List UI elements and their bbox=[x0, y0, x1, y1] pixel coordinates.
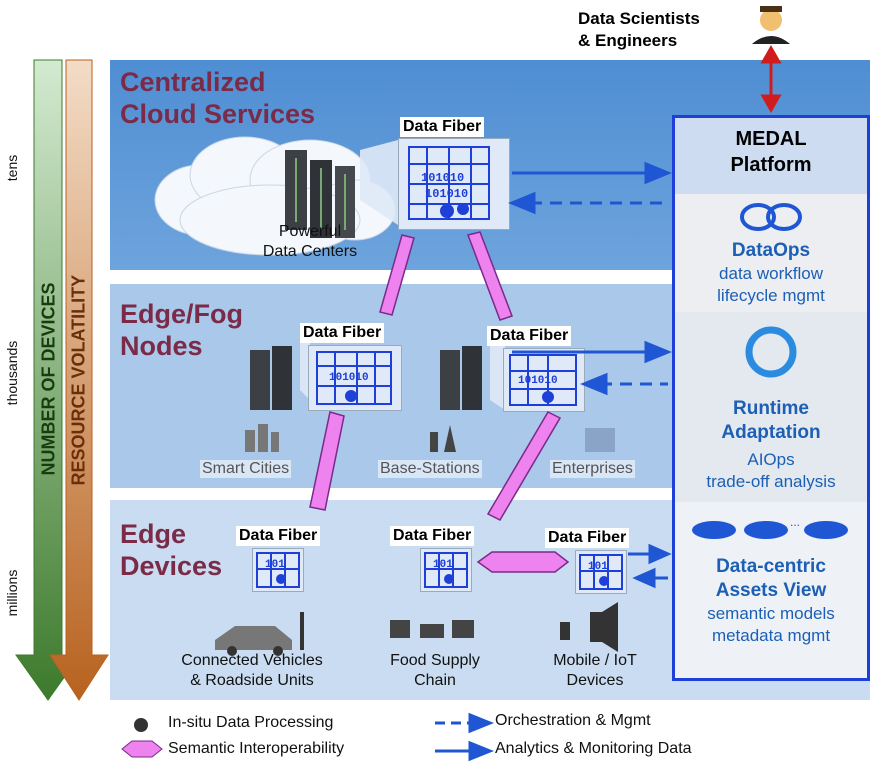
gear-icon bbox=[444, 574, 454, 584]
legend-orchestration: Orchestration & Mgmt bbox=[495, 712, 651, 729]
fiber-label-cloud: Data Fiber bbox=[400, 117, 485, 137]
data-scientists-label: Data Scientists & Engineers bbox=[578, 8, 700, 52]
legend-interop: Semantic Interoperability bbox=[168, 740, 345, 757]
assets-title: Data-centric Assets View bbox=[715, 556, 827, 601]
data-fiber-edge-left: 101010 bbox=[308, 345, 402, 411]
interop-link bbox=[486, 411, 562, 521]
base-stations-label: Base-Stations bbox=[378, 460, 482, 478]
fiber-bits: 101010 bbox=[421, 171, 464, 185]
mobile-iot-icon bbox=[560, 602, 618, 652]
dataops-title: DataOps bbox=[731, 240, 811, 261]
smart-cities-icon bbox=[245, 424, 279, 452]
dataops-line2: lifecycle mgmt bbox=[717, 286, 825, 305]
gear-icon bbox=[457, 203, 469, 215]
svg-text:101010: 101010 bbox=[518, 375, 558, 387]
dataops-section: DataOps data workflow lifecycle mgmt bbox=[675, 194, 867, 312]
legend-analytics: Analytics & Monitoring Data bbox=[495, 740, 692, 757]
enterprises-label: Enterprises bbox=[550, 460, 635, 478]
user-arrow bbox=[760, 44, 782, 114]
data-fiber-dev-3: 101 bbox=[575, 550, 627, 594]
interop-icon bbox=[121, 740, 163, 758]
datacenter-label: Powerful Data Centers bbox=[262, 223, 358, 260]
assets-section: ... Data-centric Assets View semantic mo… bbox=[675, 502, 867, 678]
assets-line1: semantic models bbox=[707, 604, 835, 623]
volatility-arrow bbox=[49, 59, 109, 701]
cloud-layer-title: Centralized Cloud Services bbox=[120, 67, 316, 129]
fiber-label-dev-2: Data Fiber bbox=[390, 526, 475, 546]
fiber-label-dev-3: Data Fiber bbox=[545, 528, 630, 548]
data-fiber-edge-right: 101010 bbox=[503, 348, 585, 412]
legend-icons bbox=[121, 712, 495, 762]
svg-text:101: 101 bbox=[433, 559, 453, 571]
fiber-label-dev-1: Data Fiber bbox=[236, 526, 321, 546]
gear-icon bbox=[440, 204, 454, 218]
svg-text:101010: 101010 bbox=[329, 372, 369, 384]
server-icon bbox=[440, 346, 482, 410]
data-fiber-dev-2: 101 bbox=[420, 548, 472, 592]
roadside-unit-icon bbox=[300, 612, 304, 650]
interop-link bbox=[467, 231, 513, 321]
db-ellipsis: ... bbox=[790, 516, 800, 529]
car-icon bbox=[215, 626, 292, 656]
edge-layer-title: Edge/Fog Nodes bbox=[120, 299, 243, 361]
runtime-line1: AIOps bbox=[747, 450, 795, 469]
runtime-line2: trade-off analysis bbox=[706, 472, 836, 491]
medal-platform-panel: MEDAL Platform DataOps data workflow lif… bbox=[672, 115, 870, 681]
medal-title: MEDAL Platform bbox=[730, 128, 812, 176]
server-icon bbox=[250, 346, 292, 410]
devices-layer-title: Edge Devices bbox=[120, 519, 223, 581]
data-fiber-dev-1: 101 bbox=[252, 548, 304, 592]
food-chain-icon bbox=[390, 620, 474, 638]
gear-icon bbox=[134, 718, 148, 732]
interop-link bbox=[309, 411, 345, 511]
gear-icon bbox=[276, 574, 286, 584]
base-station-icon bbox=[430, 425, 456, 452]
interop-link bbox=[379, 234, 415, 316]
svg-text:101: 101 bbox=[588, 561, 608, 573]
gear-icon bbox=[345, 390, 357, 402]
user-avatar-icon bbox=[752, 6, 790, 44]
assets-line2: metadata mgmt bbox=[711, 626, 831, 645]
gear-icon bbox=[599, 576, 609, 586]
enterprise-building-icon bbox=[585, 428, 615, 452]
medal-header: MEDAL Platform bbox=[675, 118, 867, 194]
runtime-title: Runtime Adaptation bbox=[721, 398, 821, 443]
gear-icon bbox=[542, 391, 554, 403]
smart-cities-label: Smart Cities bbox=[200, 460, 292, 478]
dataops-line1: data workflow bbox=[719, 264, 823, 283]
interop-link bbox=[476, 551, 570, 573]
svg-text:101: 101 bbox=[265, 559, 285, 571]
runtime-section: Runtime Adaptation AIOps trade-off analy… bbox=[675, 312, 867, 502]
vehicles-label: Connected Vehicles & Roadside Units bbox=[181, 652, 323, 689]
fiber-label-edge-right: Data Fiber bbox=[487, 326, 572, 346]
server-rack-icon bbox=[285, 150, 355, 238]
legend-processing: In-situ Data Processing bbox=[168, 714, 334, 731]
fiber-bits: 101010 bbox=[425, 187, 468, 201]
data-fiber-cloud: 101010 101010 bbox=[398, 138, 510, 230]
fiber-label-edge-left: Data Fiber bbox=[300, 323, 385, 343]
food-supply-label: Food Supply Chain bbox=[390, 652, 480, 689]
database-icons: ... bbox=[692, 515, 848, 539]
infinity-icon bbox=[740, 203, 802, 231]
cloud-illustration bbox=[154, 136, 396, 256]
mobile-iot-label: Mobile / IoT Devices bbox=[553, 652, 637, 689]
refresh-cycle-icon bbox=[745, 326, 797, 378]
